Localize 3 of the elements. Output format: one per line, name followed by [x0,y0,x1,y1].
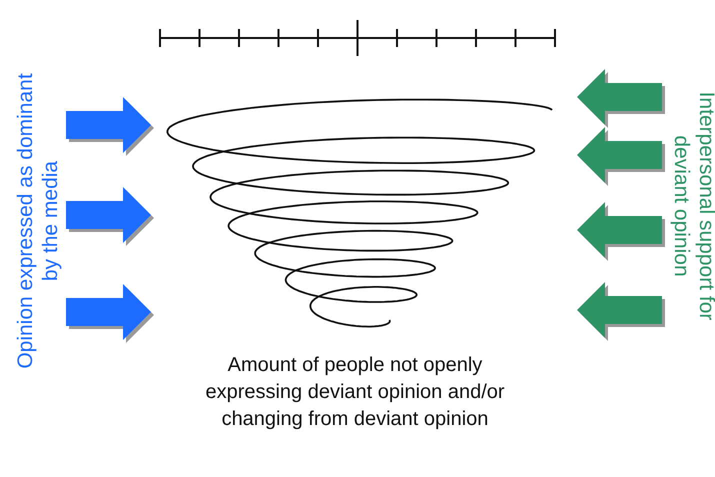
side-text: Interpersonal support for deviant opinion [669,90,715,322]
side-text: Opinion expressed as dominant by the media [13,72,63,371]
caption-text: Amount of people not openly expressing deviant opinion and/or changing from deviant opinion [204,353,506,432]
